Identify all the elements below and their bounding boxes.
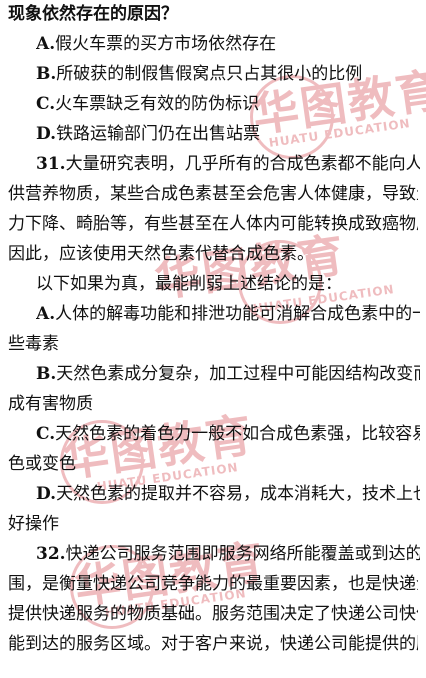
- q31-stem-line-2: 供营养物质，某些合成色素甚至会危害人体健康，导致生育: [8, 183, 418, 205]
- option-text: 铁路运输部门仍在出售站票: [56, 124, 261, 144]
- option-label: D.: [36, 124, 57, 144]
- option-text: 人体的解毒功能和排泄功能可消解合成色素中的一: [55, 304, 420, 324]
- q31-option-a-line-1: A.人体的解毒功能和排泄功能可消解合成色素中的一: [36, 303, 420, 325]
- option-label: D.: [36, 484, 57, 504]
- text-line: 因此，应该使用天然色素代替合成色素。: [8, 244, 314, 264]
- q30-option-d: D.铁路运输部门仍在出售站票: [36, 123, 420, 145]
- q32-stem-line-1: 32.快递公司服务范围即服务网络所能覆盖或到达的范: [36, 543, 420, 565]
- option-text: 色或变色: [8, 454, 76, 474]
- option-text: 天然色素成分复杂，加工过程中可能因结构改变而生: [56, 364, 420, 384]
- option-text: 成有害物质: [8, 394, 93, 414]
- q32-stem-line-2: 围，是衡量快递公司竞争能力的最重要因素，也是快递企业: [8, 573, 418, 595]
- option-label: A.: [36, 304, 56, 324]
- text-line: 围，是衡量快递公司竞争能力的最重要因素，也是快递企业: [8, 574, 418, 594]
- text-line: 大量研究表明，几乎所有的合成色素都不能向人体提: [65, 154, 420, 174]
- option-text: 所破获的制假售假窝点只占其很小的比例: [56, 64, 363, 84]
- text-line: 供营养物质，某些合成色素甚至会危害人体健康，导致生育: [8, 184, 418, 204]
- text-line: 快递公司服务范围即服务网络所能覆盖或到达的范: [65, 544, 420, 564]
- option-label: B.: [36, 364, 57, 384]
- q30-option-a: A.假火车票的买方市场依然存在: [36, 33, 420, 55]
- q31-option-b-line-1: B.天然色素成分复杂，加工过程中可能因结构改变而生: [36, 363, 420, 385]
- q31-stem-line-4: 因此，应该使用天然色素代替合成色素。: [8, 243, 418, 265]
- q31-option-b-line-2: 成有害物质: [8, 393, 418, 415]
- text-line: 力下降、畸胎等，有些甚至在人体内可能转换成致癌物质。: [8, 214, 418, 234]
- option-text: 好操作: [8, 514, 59, 534]
- option-text: 火车票缺乏有效的防伪标识: [55, 94, 260, 114]
- text-line: 能到达的服务区域。对于客户来说，快递公司能提供的服务: [8, 634, 418, 654]
- option-label: C.: [36, 424, 56, 444]
- q31-prompt: 以下如果为真，最能削弱上述结论的是：: [36, 273, 420, 295]
- q32-stem-line-4: 能到达的服务区域。对于客户来说，快递公司能提供的服务: [8, 633, 418, 655]
- q30-option-b: B.所破获的制假售假窝点只占其很小的比例: [36, 63, 420, 85]
- text-line: 提供快递服务的物质基础。服务范围决定了快递公司快件所: [8, 604, 418, 624]
- q31-option-d-line-1: D.天然色素的提取并不容易，成本消耗大，技术上也不: [36, 483, 420, 505]
- option-label: B.: [36, 64, 57, 84]
- q31-option-c-line-1: C.天然色素的着色力一般不如合成色素强，比较容易褪: [36, 423, 420, 445]
- option-text: 些毒素: [8, 334, 59, 354]
- text-line: 现象依然存在的原因？: [8, 4, 178, 24]
- question-number: 32.: [36, 544, 66, 564]
- option-label: C.: [36, 94, 56, 114]
- text-line: 以下如果为真，最能削弱上述结论的是：: [36, 274, 342, 294]
- q31-stem-line-3: 力下降、畸胎等，有些甚至在人体内可能转换成致癌物质。: [8, 213, 418, 235]
- option-text: 假火车票的买方市场依然存在: [55, 34, 277, 54]
- q31-option-c-line-2: 色或变色: [8, 453, 418, 475]
- question-number: 31.: [36, 154, 66, 174]
- q32-stem-line-3: 提供快递服务的物质基础。服务范围决定了快递公司快件所: [8, 603, 418, 625]
- option-text: 天然色素的着色力一般不如合成色素强，比较容易褪: [55, 424, 420, 444]
- q31-option-d-line-2: 好操作: [8, 513, 418, 535]
- q31-stem-line-1: 31.大量研究表明，几乎所有的合成色素都不能向人体提: [36, 153, 420, 175]
- option-text: 天然色素的提取并不容易，成本消耗大，技术上也不: [56, 484, 420, 504]
- q30-stem-tail: 现象依然存在的原因？: [8, 3, 418, 25]
- option-label: A.: [36, 34, 56, 54]
- q30-option-c: C.火车票缺乏有效的防伪标识: [36, 93, 420, 115]
- q31-option-a-line-2: 些毒素: [8, 333, 418, 355]
